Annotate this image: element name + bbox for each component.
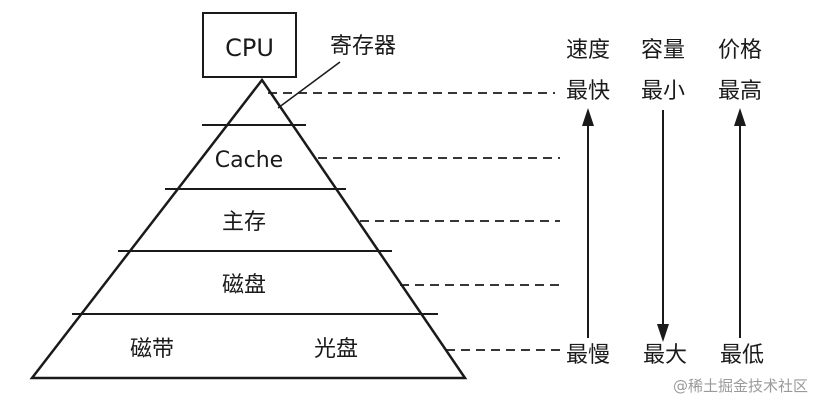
pyramid-outline — [29, 77, 468, 380]
metric-capacity-bottom: 最大 — [643, 343, 687, 368]
cpu-box — [202, 12, 297, 78]
metric-price-bottom: 最低 — [720, 343, 764, 368]
metric-price-top: 最高 — [718, 79, 762, 104]
cpu-label: CPU — [225, 34, 274, 62]
metric-capacity-title: 容量 — [641, 38, 685, 63]
register-label: 寄存器 — [330, 34, 396, 59]
watermark-text: @稀土掘金技术社区 — [673, 377, 808, 395]
metric-capacity-top: 最小 — [641, 79, 685, 104]
level-label-disk: 磁盘 — [222, 273, 266, 298]
price-arrow-head — [734, 108, 746, 126]
level-label-main-memory: 主存 — [222, 210, 266, 235]
metric-speed-top: 最快 — [566, 79, 610, 104]
speed-arrow-head — [582, 108, 594, 126]
metric-price-title: 价格 — [718, 38, 762, 63]
capacity-arrow-head — [657, 324, 669, 342]
level-label-tape: 磁带 — [130, 337, 174, 362]
level-label-cache: Cache — [215, 148, 283, 173]
level-label-optical: 光盘 — [314, 337, 358, 362]
metric-speed-bottom: 最慢 — [566, 343, 610, 368]
metric-speed-title: 速度 — [566, 38, 610, 63]
register-leader-line — [277, 61, 341, 109]
